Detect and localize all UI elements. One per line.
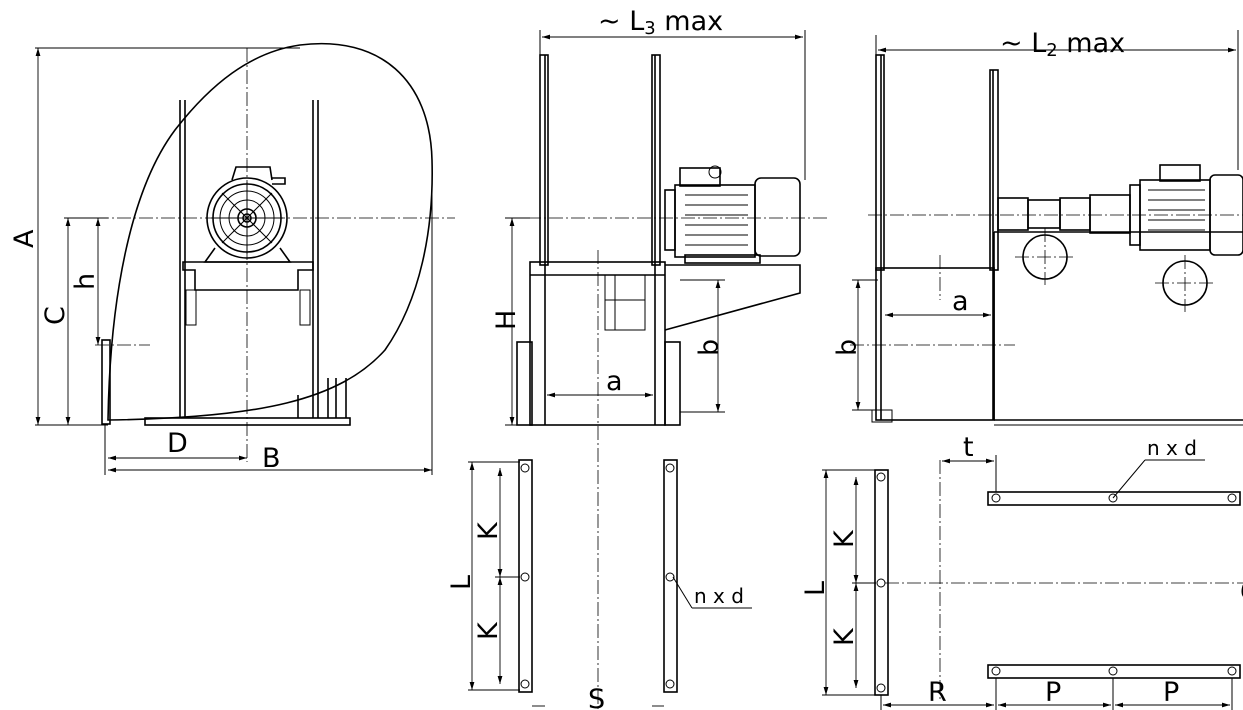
label-nxd-right: n x d (1147, 436, 1197, 460)
label-K1-right: K (829, 529, 860, 548)
label-B: B (262, 443, 281, 474)
footprint-left: L K K n x d S (446, 459, 752, 710)
volute-housing (107, 42, 433, 421)
label-K1-left: K (473, 521, 504, 540)
label-P2: P (1163, 677, 1179, 708)
label-b-side: b (694, 339, 725, 356)
rear-view: ~ L2 max a b (832, 28, 1243, 426)
label-a-rear: a (952, 286, 969, 317)
label-C: C (40, 306, 71, 325)
base-plate (144, 417, 351, 426)
side-view: ~ L3 max H b a (491, 6, 830, 710)
front-view: A C h D B (9, 42, 455, 475)
rail-top (987, 491, 1241, 506)
footprint-right: L K K t n x d S R P P (800, 432, 1243, 710)
label-nxd-left: n x d (694, 584, 744, 608)
drive-coupling (997, 194, 1131, 234)
label-S-bottom: S (588, 684, 605, 710)
rail-right (663, 459, 678, 693)
label-S-right: S (1235, 583, 1243, 600)
label-R: R (928, 677, 947, 708)
label-L-right: L (800, 581, 831, 596)
label-b-rear: b (832, 339, 863, 356)
motor-bracket (182, 261, 314, 291)
rail-bottom (987, 664, 1241, 679)
outlet-flange (101, 339, 111, 425)
label-L3: ~ L3 max (598, 6, 723, 39)
label-L2: ~ L2 max (1000, 28, 1125, 61)
rear-housing (875, 267, 995, 421)
label-t: t (963, 432, 974, 463)
motor-front (203, 166, 292, 263)
label-K2-right: K (829, 627, 860, 646)
label-a-side: a (606, 366, 623, 397)
rail-left (518, 459, 533, 693)
label-A: A (9, 229, 40, 248)
label-L-left: L (446, 575, 477, 590)
label-P1: P (1045, 677, 1061, 708)
motor-side (664, 165, 801, 264)
motor-rear (1129, 164, 1243, 256)
label-h: h (70, 273, 101, 290)
label-K2-left: K (473, 621, 504, 640)
label-H: H (491, 310, 522, 330)
motor-support (664, 264, 801, 331)
label-D: D (167, 428, 188, 459)
